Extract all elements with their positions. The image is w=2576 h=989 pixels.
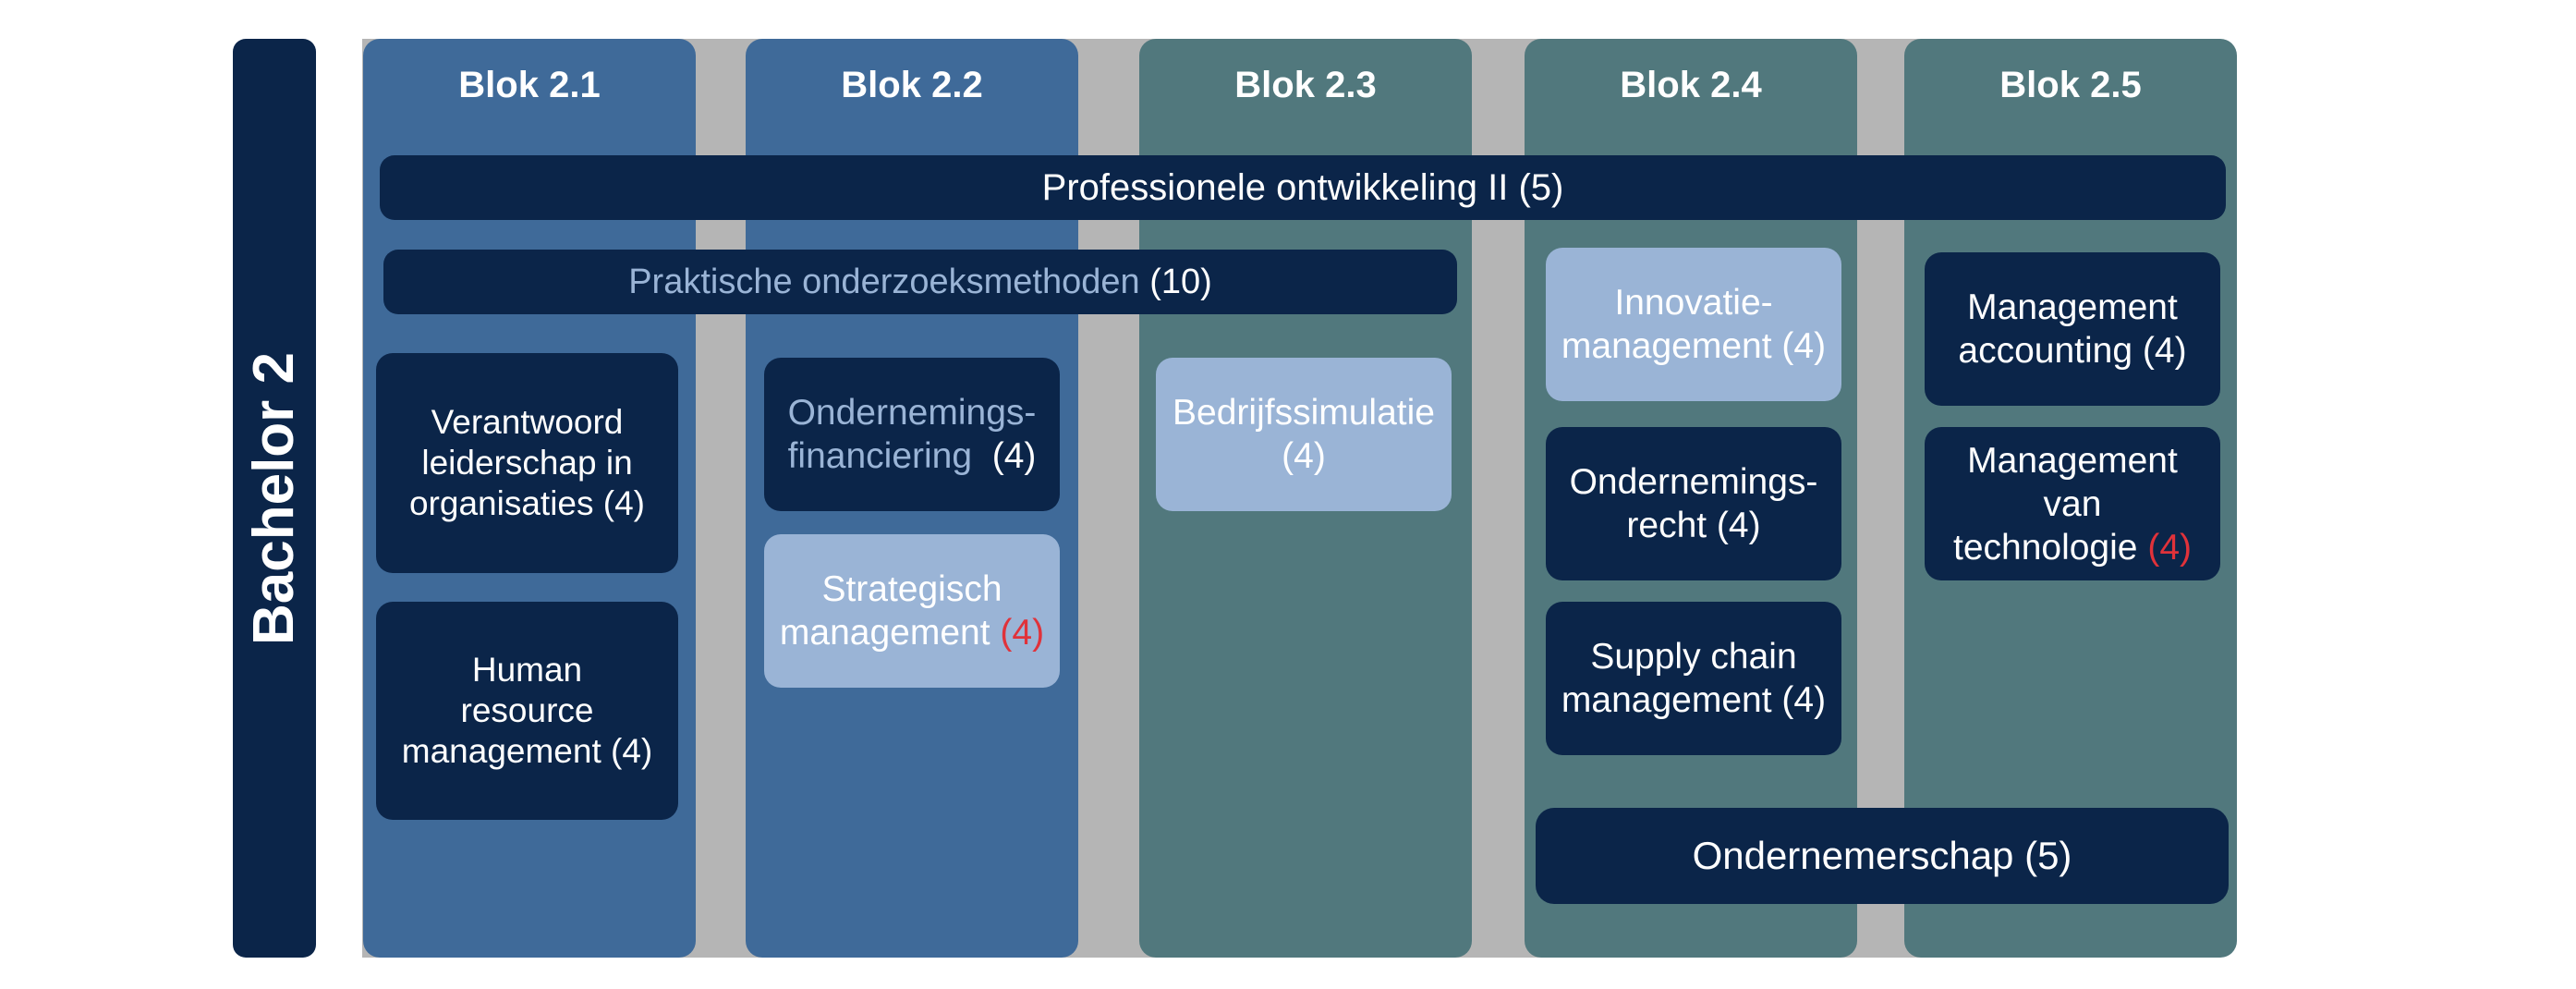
- course-line: Strategisch: [821, 569, 1002, 609]
- course-line: accounting (4): [1958, 331, 2187, 371]
- course-line: Ondernemings-: [1569, 462, 1818, 502]
- course-line: management (4): [1561, 326, 1827, 366]
- course-line: Verantwoord: [431, 403, 624, 441]
- course-ondernemingsfinanciering: Ondernemings- financiering (4): [764, 358, 1060, 511]
- course-credits: (4): [1000, 613, 1045, 653]
- course-line: management: [779, 613, 990, 653]
- course-line: Management van: [1967, 440, 2178, 524]
- column-header: Blok 2.3: [1234, 65, 1377, 105]
- course-supply-chain-management: Supply chain management (4): [1546, 602, 1841, 755]
- course-line: organisaties (4): [408, 484, 645, 522]
- course-management-van-technologie: Management van technologie (4): [1925, 427, 2220, 580]
- course-line: technologie: [1952, 527, 2138, 568]
- praktische-onderzoeksmethoden-bar: Praktische onderzoeksmethoden (10): [383, 250, 1457, 314]
- course-line: management (4): [1561, 680, 1827, 720]
- course-line: financiering: [787, 436, 973, 476]
- bar-label: Professionele ontwikkeling II (5): [1041, 166, 1564, 208]
- course-verantwoord-leiderschap: Verantwoord leiderschap in organisaties …: [376, 353, 678, 573]
- course-credits: (4): [2147, 527, 2192, 568]
- course-line: Bedrijfssimulatie: [1173, 393, 1435, 433]
- course-line: Supply chain: [1590, 637, 1797, 677]
- course-innovatie-management: Innovatie- management (4): [1546, 248, 1841, 401]
- column-header: Blok 2.5: [1999, 65, 2142, 105]
- bachelor-label: Bachelor 2: [233, 39, 316, 958]
- course-human-resource-management: Human resource management (4): [376, 602, 678, 820]
- ondernemerschap-bar: Ondernemerschap (5): [1536, 808, 2229, 904]
- bar-title: Praktische onderzoeksmethoden: [628, 262, 1140, 301]
- column-header: Blok 2.2: [841, 65, 983, 105]
- course-line: Innovatie-: [1614, 283, 1773, 323]
- course-line: Management: [1967, 287, 2178, 327]
- course-line: Human: [471, 651, 583, 689]
- bachelor-label-text: Bachelor 2: [242, 351, 307, 645]
- course-line: (4): [1282, 436, 1326, 476]
- course-management-accounting: Management accounting (4): [1925, 252, 2220, 406]
- course-line: resource: [460, 691, 594, 729]
- column-header: Blok 2.4: [1620, 65, 1762, 105]
- course-line: leiderschap in: [421, 444, 633, 482]
- course-line: recht (4): [1626, 506, 1761, 545]
- bar-credits: (10): [1149, 262, 1212, 301]
- professionele-ontwikkeling-bar: Professionele ontwikkeling II (5): [380, 155, 2226, 220]
- course-strategisch-management: Strategisch management (4): [764, 534, 1060, 688]
- course-line: Ondernemings-: [787, 393, 1037, 433]
- column-header: Blok 2.1: [458, 65, 601, 105]
- course-ondernemingsrecht: Ondernemings- recht (4): [1546, 427, 1841, 580]
- bar-label: Ondernemerschap (5): [1692, 834, 2072, 877]
- course-credits: (4): [991, 436, 1037, 476]
- course-bedrijfssimulatie: Bedrijfssimulatie (4): [1156, 358, 1452, 511]
- course-line: management (4): [401, 732, 653, 770]
